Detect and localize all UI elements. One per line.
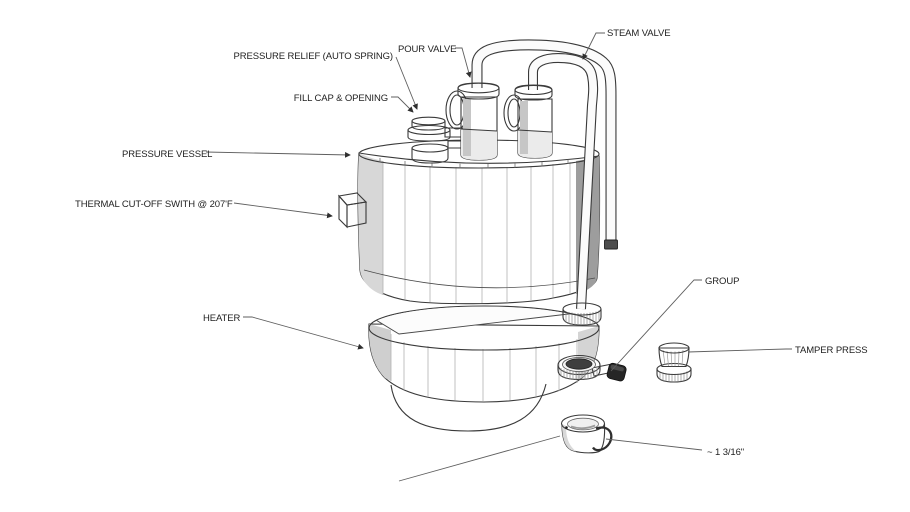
group-assembly-shape xyxy=(557,354,627,382)
label-pressure-relief: PRESSURE RELIEF (AUTO SPRING) xyxy=(233,51,393,62)
label-group: GROUP xyxy=(705,276,739,287)
pressure-vessel-shape xyxy=(357,139,601,305)
group-handle xyxy=(606,362,627,382)
steam-spout-nozzle xyxy=(604,239,618,250)
label-pressure-vessel: PRESSURE VESSEL xyxy=(122,149,212,160)
label-pour-valve: POUR VALVE xyxy=(398,44,456,55)
thermal-cutoff-switch-shape xyxy=(337,192,368,229)
leader-thermal-cutoff xyxy=(233,202,333,219)
pour-pipe xyxy=(471,39,618,250)
leader-dimension xyxy=(398,435,703,482)
label-tamper-press: TAMPER PRESS xyxy=(795,345,868,356)
heater-top-cut xyxy=(370,306,578,335)
heater-shape xyxy=(368,305,600,432)
steam-valve-shape xyxy=(503,84,553,159)
leader-pour-valve xyxy=(455,47,472,78)
labels: PRESSURE RELIEF (AUTO SPRING) POUR VALVE… xyxy=(75,28,868,458)
label-thermal-cutoff: THERMAL CUT-OFF SWITH @ 207'F xyxy=(75,199,233,210)
leader-tamper-press xyxy=(687,348,792,353)
label-fill-cap: FILL CAP & OPENING xyxy=(294,93,388,104)
leader-heater xyxy=(243,316,364,350)
label-heater: HEATER xyxy=(203,313,240,324)
steam-pipe xyxy=(528,52,599,310)
tamper-press-shape xyxy=(656,342,692,383)
espresso-cup-shape xyxy=(560,414,613,454)
leader-lines xyxy=(205,32,792,482)
heater-bottom-dome xyxy=(390,383,547,432)
leader-fill-cap xyxy=(391,96,414,113)
pour-valve-shape xyxy=(445,82,500,161)
label-dimension: ~ 1 3/16" xyxy=(707,447,744,458)
pipe-fitting-shape xyxy=(562,302,602,326)
leader-pressure-vessel xyxy=(205,151,351,158)
leader-pressure-relief xyxy=(395,56,418,110)
cup-handle xyxy=(592,426,613,452)
label-steam-valve: STEAM VALVE xyxy=(607,28,670,39)
heater-top-surface xyxy=(368,305,600,351)
leader-group xyxy=(610,279,702,372)
leader-steam-valve xyxy=(582,32,605,60)
